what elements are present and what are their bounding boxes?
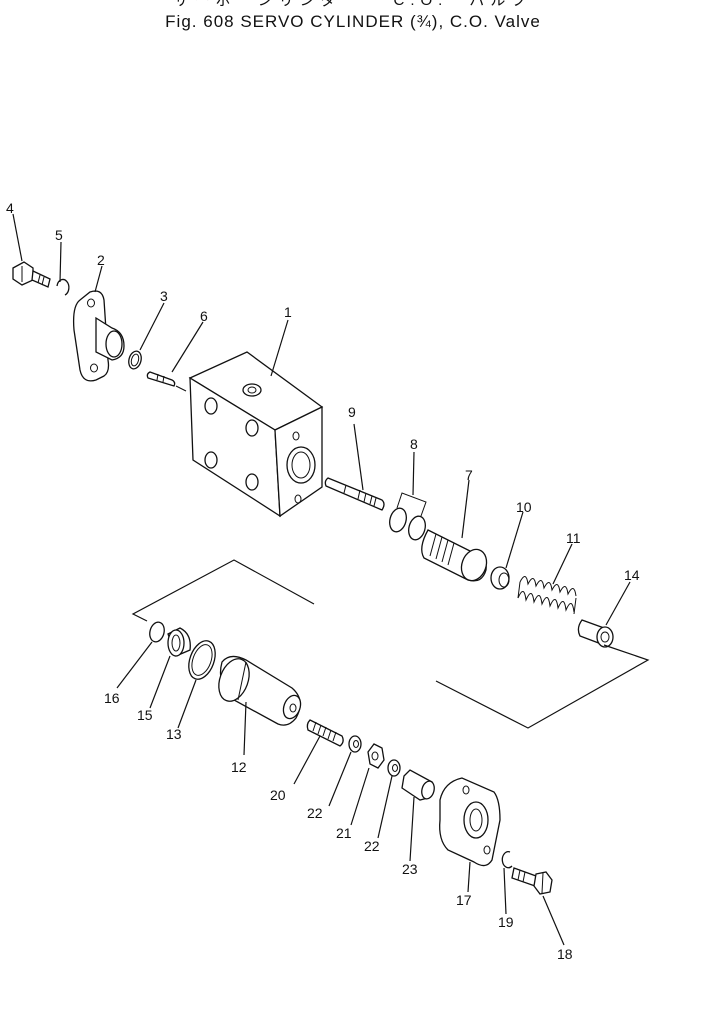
callout-7: 7	[465, 467, 473, 483]
group-outline	[131, 559, 650, 729]
figure-title: Fig. 608 SERVO CYLINDER (¾), C.O. Valve	[165, 12, 541, 31]
callout-22-lower: 22	[364, 838, 380, 854]
callout-8: 8	[410, 436, 418, 452]
part-21-nut[interactable]	[367, 743, 385, 769]
part-9-shaft[interactable]	[324, 477, 385, 511]
callout-23: 23	[402, 861, 418, 877]
callout-4: 4	[6, 200, 14, 216]
callout-20: 20	[270, 787, 286, 803]
part-5-washer[interactable]	[56, 278, 70, 296]
part-20-threaded-stud[interactable]	[306, 719, 344, 747]
part-7-spool[interactable]	[421, 529, 491, 584]
part-13-o-ring[interactable]	[184, 637, 220, 683]
callout-21: 21	[336, 825, 352, 841]
part-14-stopper[interactable]	[577, 619, 614, 648]
callout-1: 1	[284, 304, 292, 320]
callout-6: 6	[200, 308, 208, 324]
part-1-valve-body[interactable]	[188, 351, 324, 518]
callout-11: 11	[566, 530, 581, 546]
part-19-washer[interactable]	[501, 851, 513, 869]
part-22-washer-lower[interactable]	[387, 759, 401, 777]
part-2-flange-cover[interactable]	[72, 290, 125, 382]
part-17-flange-plate[interactable]	[439, 777, 501, 867]
callout-16: 16	[104, 690, 120, 706]
part-22-washer-upper[interactable]	[348, 735, 362, 753]
part-16-o-ring[interactable]	[148, 621, 167, 644]
callout-14: 14	[624, 567, 640, 583]
callout-17: 17	[456, 892, 472, 908]
part-6-pin[interactable]	[146, 371, 176, 387]
callout-9: 9	[348, 404, 356, 420]
part-3-o-ring[interactable]	[127, 350, 143, 370]
callout-12: 12	[231, 759, 247, 775]
part-11-spring[interactable]	[517, 576, 577, 615]
part-4-bolt[interactable]	[12, 261, 51, 288]
part-15-piston-cap[interactable]	[167, 627, 191, 657]
callout-15: 15	[137, 707, 153, 723]
part-8-o-rings[interactable]	[387, 492, 428, 542]
figure-title-japanese: サーボ シリンダ ᐧC.O. バルブ	[173, 0, 533, 9]
part-10-seat[interactable]	[490, 566, 510, 590]
callout-18: 18	[557, 946, 573, 962]
callout-10: 10	[516, 499, 532, 515]
callout-3: 3	[160, 288, 168, 304]
part-23-sleeve[interactable]	[401, 769, 436, 801]
callout-13: 13	[166, 726, 182, 742]
callout-19: 19	[498, 914, 514, 930]
part-18-bolt[interactable]	[511, 867, 553, 895]
callout-22-upper: 22	[307, 805, 323, 821]
part-12-piston[interactable]	[213, 655, 303, 726]
callout-2: 2	[97, 252, 105, 268]
callout-5: 5	[55, 227, 63, 243]
